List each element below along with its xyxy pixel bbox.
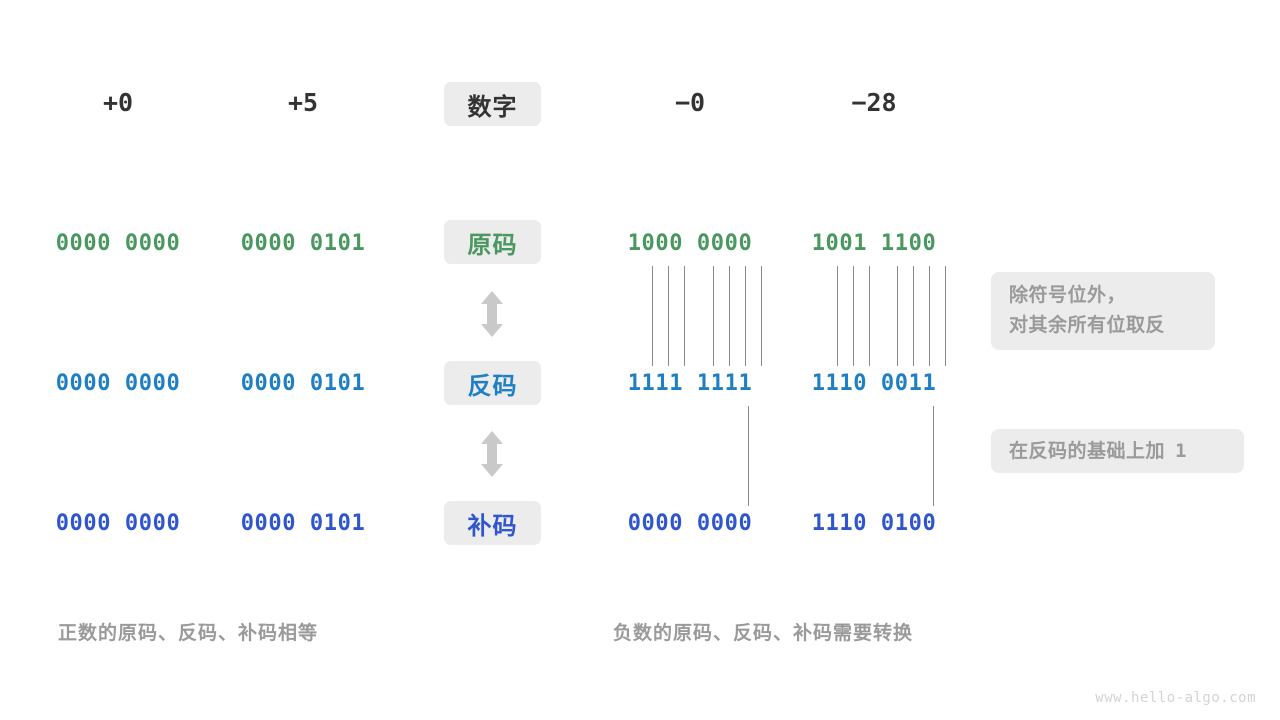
cell-sign-magnitude-pos-zero: 0000 0000 xyxy=(55,231,181,256)
cell-sign-magnitude-pos-five: 0000 0101 xyxy=(240,231,366,256)
double-arrow-icon-top xyxy=(481,291,503,337)
note-add-one-prefix: 在反码的基础上加 xyxy=(1009,440,1166,462)
note-invert-bits: 除符号位外， 对其余所有位取反 xyxy=(991,272,1215,350)
invert-tick xyxy=(729,266,730,366)
row-label-ones-complement: 反码 xyxy=(444,361,541,405)
note-invert-line-2: 对其余所有位取反 xyxy=(1009,315,1166,336)
cell-sign-magnitude-neg-28: 1001 1100 xyxy=(811,231,937,256)
invert-tick xyxy=(837,266,838,366)
invert-tick xyxy=(897,266,898,366)
carry-tick xyxy=(748,406,749,506)
invert-tick xyxy=(668,266,669,366)
carry-tick xyxy=(933,406,934,506)
note-add-one-literal: 1 xyxy=(1175,439,1187,462)
invert-tick xyxy=(929,266,930,366)
note-add-one-line: 在反码的基础上加 1 xyxy=(1009,436,1226,467)
cell-twos-complement-pos-five: 0000 0101 xyxy=(240,511,366,536)
cell-twos-complement-neg-28: 1110 0100 xyxy=(811,511,937,536)
invert-tick xyxy=(913,266,914,366)
row-label-number: 数字 xyxy=(444,82,541,126)
invert-tick xyxy=(652,266,653,366)
column-header-pos-zero: +0 xyxy=(102,88,134,117)
column-header-pos-five: +5 xyxy=(287,88,319,117)
invert-tick xyxy=(761,266,762,366)
invert-tick xyxy=(745,266,746,366)
invert-tick xyxy=(713,266,714,366)
column-header-neg-28: −28 xyxy=(851,88,897,117)
row-label-sign-magnitude: 原码 xyxy=(444,220,541,264)
double-arrow-icon-bottom xyxy=(481,431,503,477)
cell-ones-complement-neg-zero: 1111 1111 xyxy=(627,371,753,396)
cell-ones-complement-neg-28: 1110 0011 xyxy=(811,371,937,396)
watermark-url: www.hello-algo.com xyxy=(1095,690,1256,706)
cell-sign-magnitude-neg-zero: 1000 0000 xyxy=(627,231,753,256)
invert-tick xyxy=(869,266,870,366)
note-invert-line-1: 除符号位外， xyxy=(1009,285,1127,306)
caption-positive: 正数的原码、反码、补码相等 xyxy=(58,623,319,644)
caption-negative: 负数的原码、反码、补码需要转换 xyxy=(613,623,914,644)
invert-tick xyxy=(945,266,946,366)
note-add-one: 在反码的基础上加 1 xyxy=(991,429,1244,473)
invert-tick xyxy=(853,266,854,366)
cell-ones-complement-pos-zero: 0000 0000 xyxy=(55,371,181,396)
cell-ones-complement-pos-five: 0000 0101 xyxy=(240,371,366,396)
invert-tick xyxy=(684,266,685,366)
cell-twos-complement-neg-zero: 0000 0000 xyxy=(627,511,753,536)
cell-twos-complement-pos-zero: 0000 0000 xyxy=(55,511,181,536)
row-label-twos-complement: 补码 xyxy=(444,501,541,545)
column-header-neg-zero: −0 xyxy=(674,88,706,117)
